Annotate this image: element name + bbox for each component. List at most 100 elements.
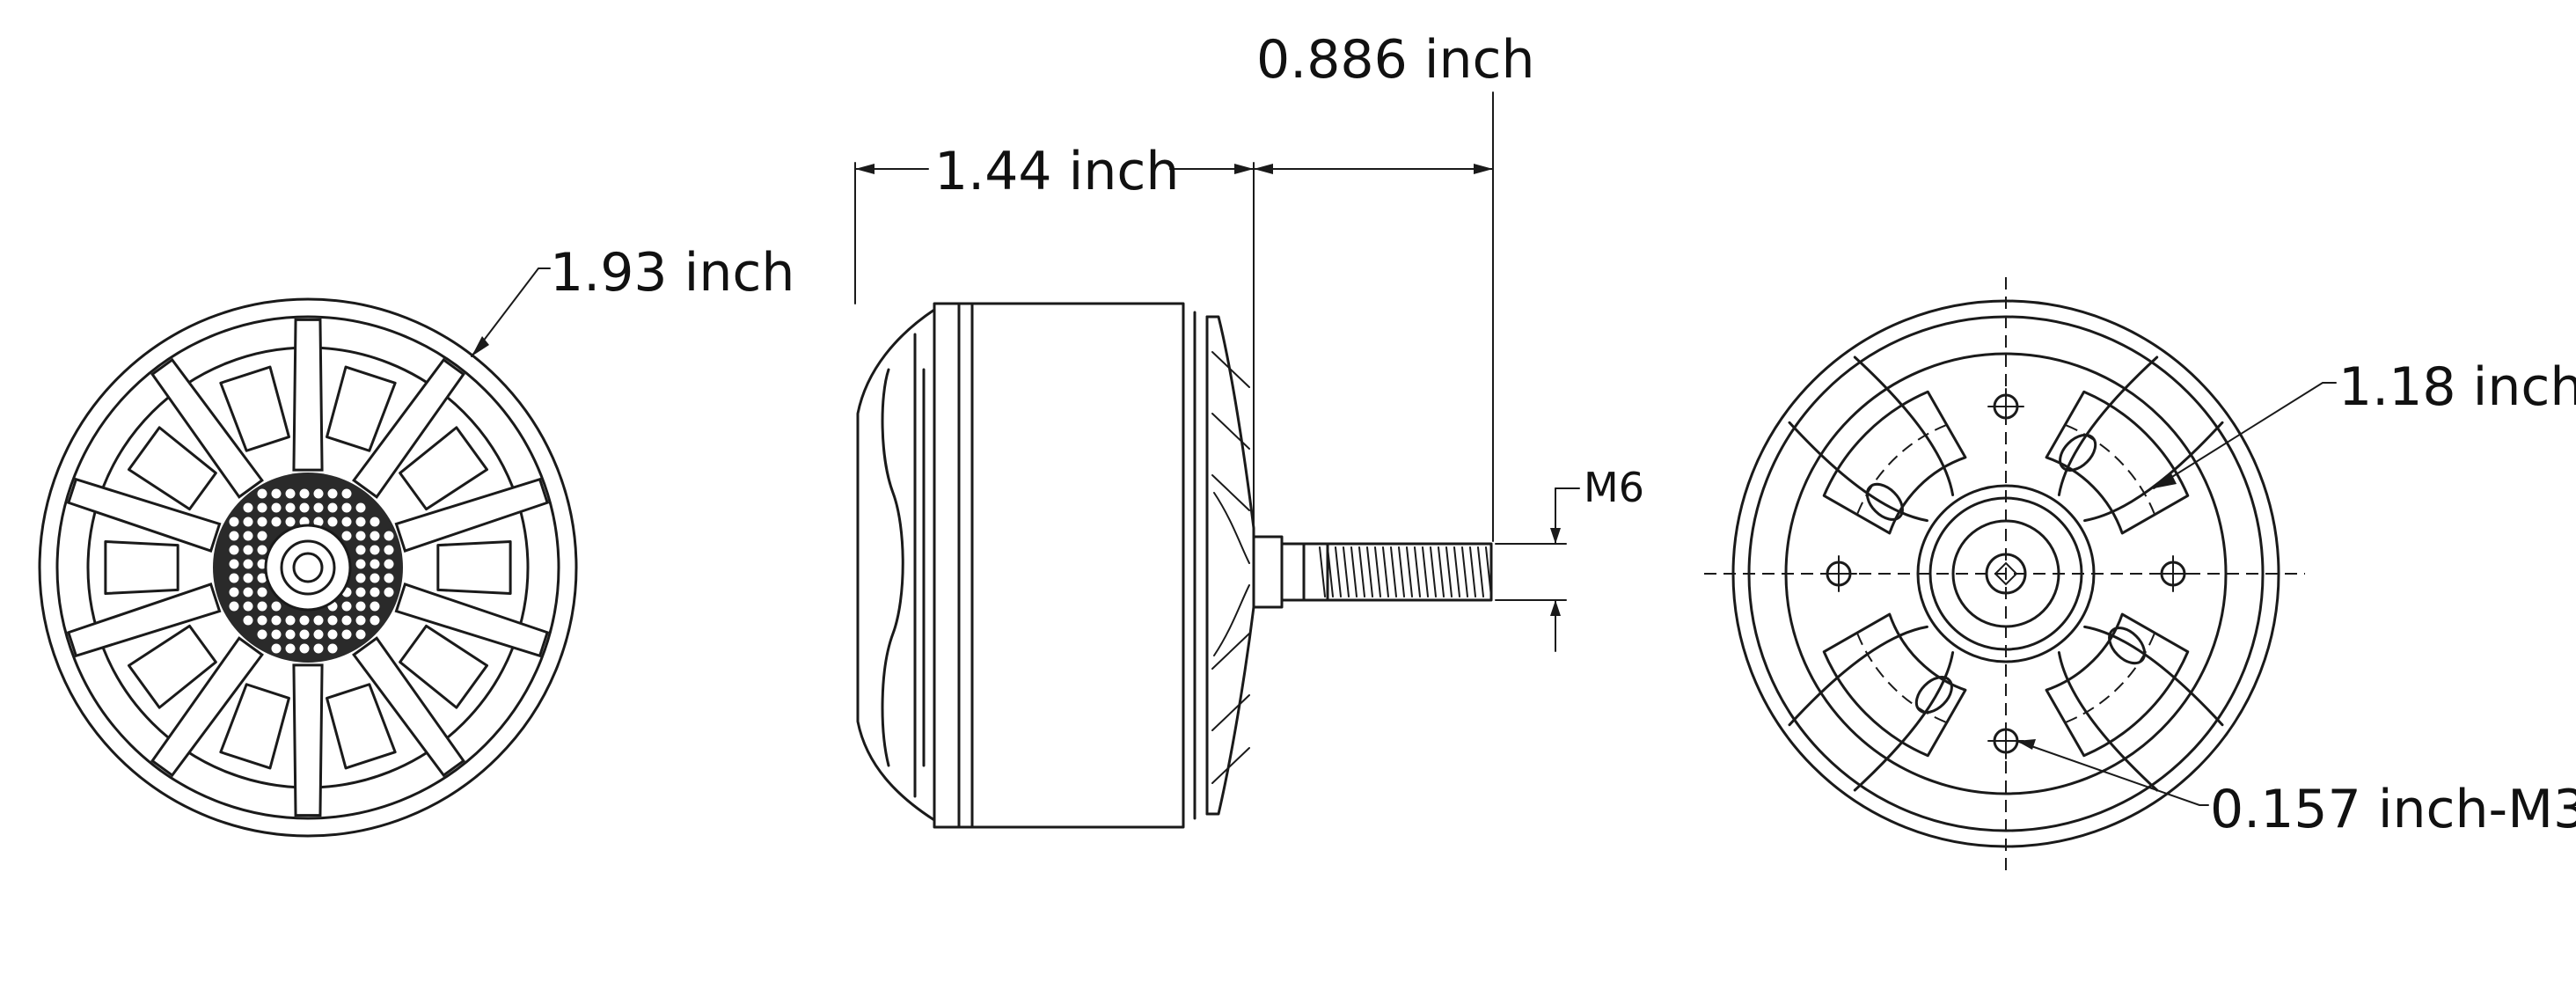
- dimension-mount-holes: 0.157 inch-M3: [2016, 739, 2576, 840]
- mesh-hole: [285, 643, 296, 654]
- mesh-hole: [299, 629, 310, 640]
- mount-slots: [1822, 390, 2190, 758]
- mesh-hole: [271, 643, 282, 654]
- bell-flute: [1213, 492, 1250, 564]
- mount-arm-edge: [2083, 421, 2224, 523]
- mount-arm-edge: [2057, 355, 2159, 496]
- bell-spoke: [394, 583, 550, 658]
- mesh-hole: [313, 643, 324, 654]
- mesh-hole: [243, 615, 253, 626]
- mesh-hole: [271, 488, 282, 499]
- bell-spoke: [292, 663, 324, 817]
- thread-line: [1406, 546, 1413, 597]
- slot-centerline: [2066, 424, 2155, 514]
- mesh-hole: [355, 545, 366, 555]
- slot-oval: [1865, 482, 1904, 521]
- thread-line: [1438, 546, 1445, 597]
- mesh-hole: [327, 615, 338, 626]
- mesh-hole: [271, 615, 282, 626]
- dimension-outer-diameter: 1.93 inch: [471, 242, 794, 357]
- bell-flute: [1211, 747, 1250, 784]
- thread-line: [1445, 546, 1453, 597]
- mesh-hole: [257, 545, 267, 555]
- mount-arm-edge: [1788, 625, 1928, 727]
- bell-spoke: [394, 477, 550, 553]
- mesh-hole: [384, 587, 394, 597]
- mesh-hole: [341, 502, 352, 513]
- label-outer-diameter: 1.93 inch: [550, 242, 794, 304]
- mesh-hole: [271, 601, 282, 612]
- mesh-hole: [384, 545, 394, 555]
- thread-line: [1358, 546, 1365, 597]
- mesh-hole: [313, 502, 324, 513]
- mesh-hole: [257, 488, 267, 499]
- mesh-hole: [341, 488, 352, 499]
- bell-flute: [1213, 584, 1250, 656]
- mesh-hole: [257, 629, 267, 640]
- thread-line: [1335, 546, 1342, 597]
- bell-spokes: [66, 318, 550, 817]
- thread-line: [1453, 546, 1460, 597]
- bell-flute: [1211, 474, 1250, 511]
- mesh-hole: [313, 629, 324, 640]
- thread-line: [1414, 546, 1421, 597]
- mount-holes: [1820, 388, 2192, 759]
- mesh-hole: [341, 629, 352, 640]
- mesh-hole: [355, 517, 366, 527]
- dimension-shaft-length: 0.886 inch: [1253, 29, 1535, 542]
- mesh-hole: [229, 517, 239, 527]
- mount-arm-edge: [1853, 355, 1955, 496]
- bell-window: [326, 365, 397, 452]
- mesh-hole: [271, 517, 282, 527]
- side-view: [856, 302, 1493, 829]
- mesh-hole: [355, 531, 366, 541]
- mount-arm-edge: [1788, 421, 1928, 523]
- mesh-hole: [229, 587, 239, 597]
- mesh-hole: [341, 517, 352, 527]
- mesh-hole: [313, 488, 324, 499]
- thread-line: [1469, 546, 1476, 597]
- thread-line: [1461, 546, 1468, 597]
- mesh-hole: [229, 573, 239, 583]
- mesh-hole: [257, 601, 267, 612]
- rear-view: [1704, 277, 2305, 871]
- bell-window: [127, 426, 217, 511]
- mesh-hole: [285, 615, 296, 626]
- mesh-hole: [243, 545, 253, 555]
- mount-slot: [2045, 612, 2190, 758]
- slot-centerline: [2066, 634, 2155, 723]
- mesh-hole: [355, 559, 366, 569]
- bell-flute: [1211, 694, 1250, 731]
- mount-slot: [1822, 612, 1967, 758]
- mesh-hole: [285, 629, 296, 640]
- mesh-hole: [299, 615, 310, 626]
- mesh-hole: [243, 502, 253, 513]
- bell-window: [399, 426, 489, 511]
- dimension-body-height: 1.44 inch: [854, 141, 1255, 533]
- mesh-hole: [313, 615, 324, 626]
- mesh-hole: [327, 643, 338, 654]
- mesh-hole: [341, 615, 352, 626]
- mesh-hole: [299, 502, 310, 513]
- mesh-hole: [257, 573, 267, 583]
- mount-slot: [1822, 390, 1967, 535]
- label-mount-circle: 1.18 inch: [2338, 356, 2576, 418]
- mesh-hole: [243, 517, 253, 527]
- label-mount-holes: 0.157 inch-M3: [2210, 779, 2576, 840]
- thread-line: [1430, 546, 1437, 597]
- mesh-hole: [243, 601, 253, 612]
- mesh-hole: [370, 615, 380, 626]
- mesh-hole: [299, 643, 310, 654]
- bell-spoke: [66, 477, 222, 553]
- mesh-hole: [285, 517, 296, 527]
- bell-flutes: [1211, 351, 1250, 784]
- mesh-hole: [341, 601, 352, 612]
- bell-spoke: [66, 583, 222, 658]
- mesh-hole: [384, 573, 394, 583]
- mesh-hole: [285, 502, 296, 513]
- mesh-hole: [370, 531, 380, 541]
- label-shaft-thread: M6: [1584, 464, 1644, 511]
- mesh-hole: [299, 488, 310, 499]
- mount-arm-edge: [1853, 651, 1955, 792]
- slot-centerline: [1856, 634, 1946, 723]
